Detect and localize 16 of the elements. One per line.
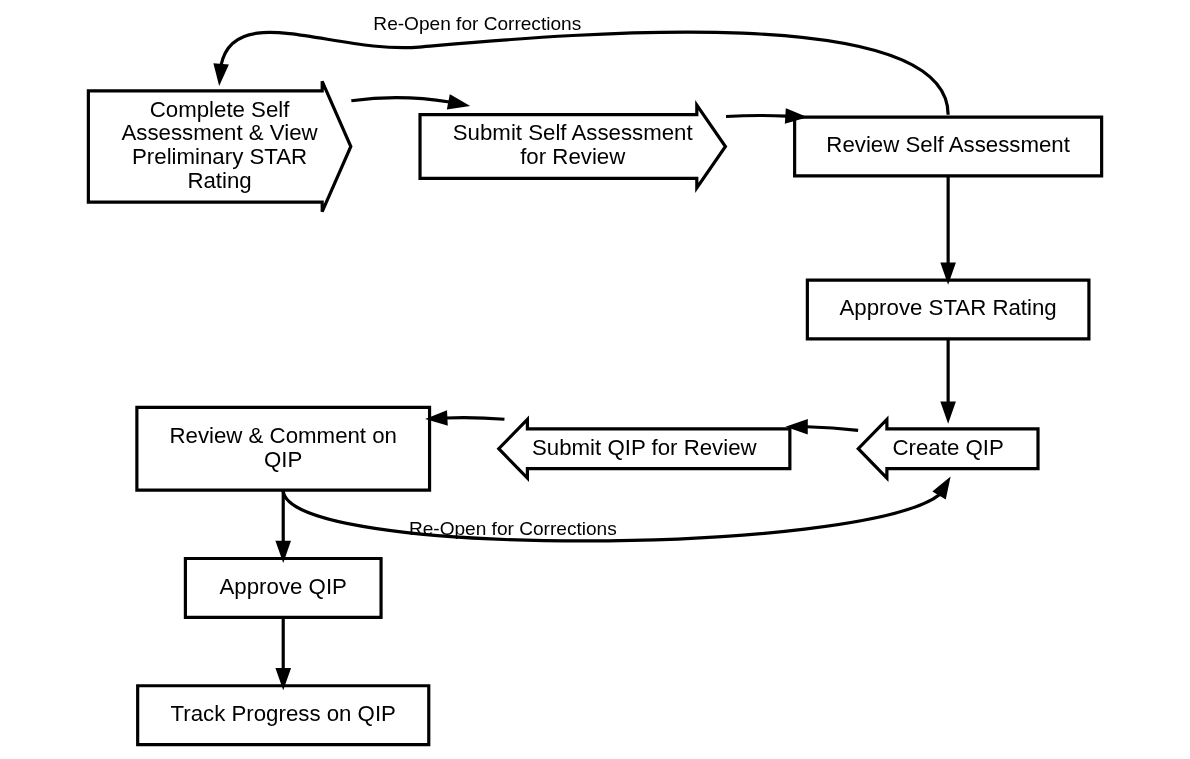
arrow bbox=[425, 410, 505, 426]
node-box: Approve STAR Rating bbox=[805, 278, 1091, 341]
edge-label: Re-Open for Corrections bbox=[373, 12, 582, 34]
arrow bbox=[351, 94, 471, 110]
arrow bbox=[725, 108, 808, 124]
arrow bbox=[940, 339, 956, 424]
node-box: Approve QIP bbox=[183, 556, 383, 619]
node-box: Review Self Assessment bbox=[793, 115, 1104, 178]
arrow bbox=[281, 476, 951, 543]
arrow bbox=[275, 490, 292, 563]
arrow bbox=[940, 175, 956, 285]
arrow bbox=[213, 30, 950, 116]
arrow bbox=[275, 617, 292, 691]
arrow bbox=[785, 418, 859, 435]
node-box: Review & Comment on QIP bbox=[135, 405, 432, 492]
node-box: Track Progress on QIP bbox=[136, 684, 431, 747]
